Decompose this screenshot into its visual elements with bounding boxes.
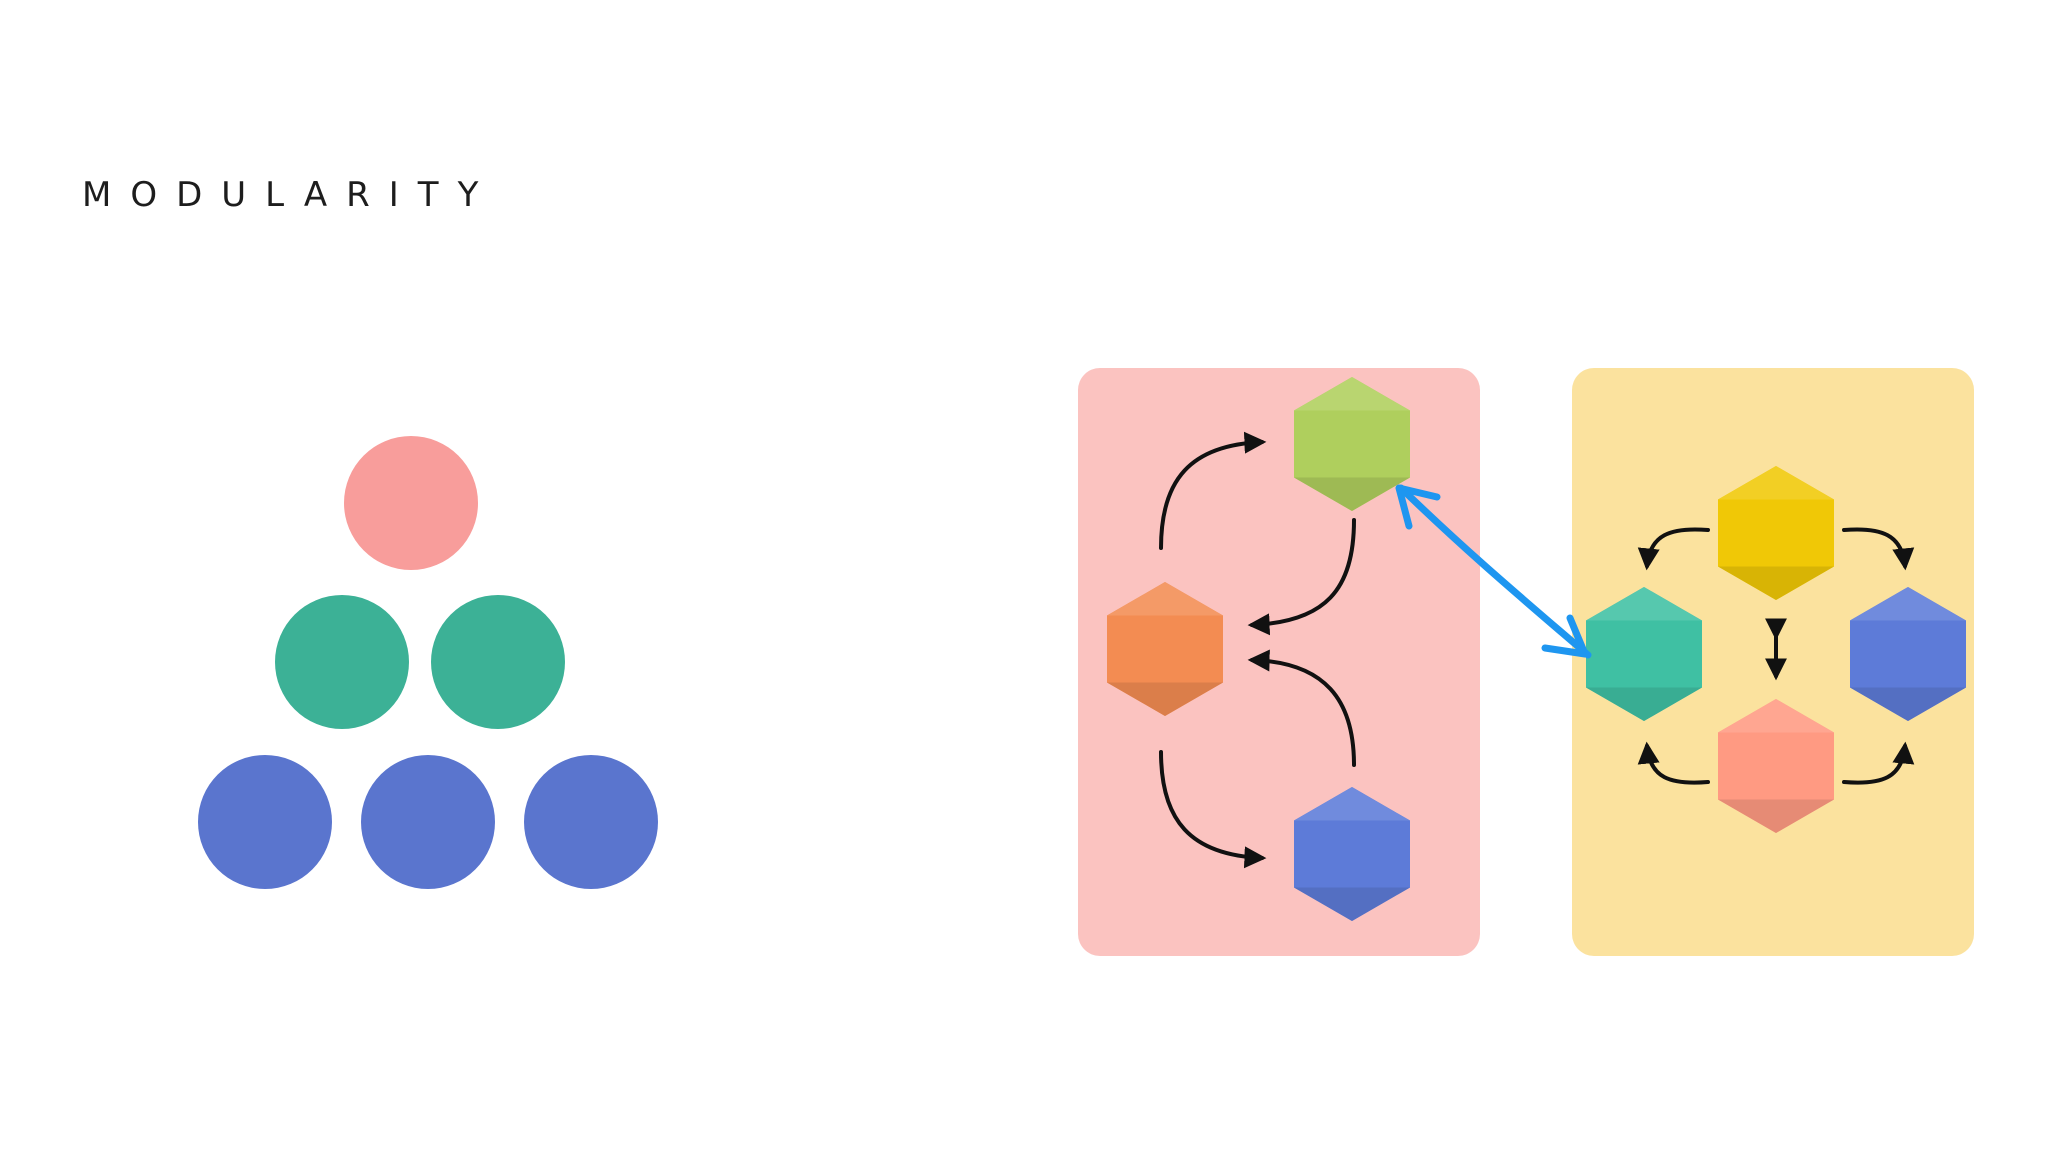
connector-line — [1397, 484, 1592, 659]
hexagon-icon — [1718, 466, 1834, 600]
red-panel-arrows — [1159, 431, 1356, 869]
circle-icon — [198, 755, 332, 889]
hexagon-icon — [1294, 787, 1410, 921]
panel-connector — [1395, 484, 1592, 659]
arrow-icon — [1159, 750, 1267, 869]
arrow-icon — [1247, 518, 1356, 636]
hexagon-icon — [1850, 587, 1966, 721]
circle-icon — [275, 595, 409, 729]
circle-icon — [524, 755, 658, 889]
red-panel-modules — [1107, 377, 1410, 921]
arrow-icon — [1247, 649, 1356, 767]
hexagon-icon — [1107, 582, 1223, 716]
arrow-icon — [1637, 741, 1710, 785]
arrow-icon — [1637, 527, 1710, 571]
circle-icon — [344, 436, 478, 570]
arrow-icon — [1842, 527, 1915, 571]
circle-icon — [431, 595, 565, 729]
hexagon-icon — [1586, 587, 1702, 721]
hexagon-icon — [1718, 699, 1834, 833]
hexagon-icon — [1294, 377, 1410, 511]
yellow-panel-modules — [1586, 466, 1966, 833]
arrow-icon — [1842, 741, 1915, 785]
arrowhead-icon — [1541, 614, 1589, 658]
arrowhead-icon — [1395, 484, 1441, 530]
arrow-icon — [1159, 431, 1267, 550]
circle-pyramid — [198, 436, 658, 889]
circle-icon — [361, 755, 495, 889]
slide-title: MODULARITY — [82, 175, 498, 215]
yellow-panel-arrows — [1637, 527, 1915, 785]
